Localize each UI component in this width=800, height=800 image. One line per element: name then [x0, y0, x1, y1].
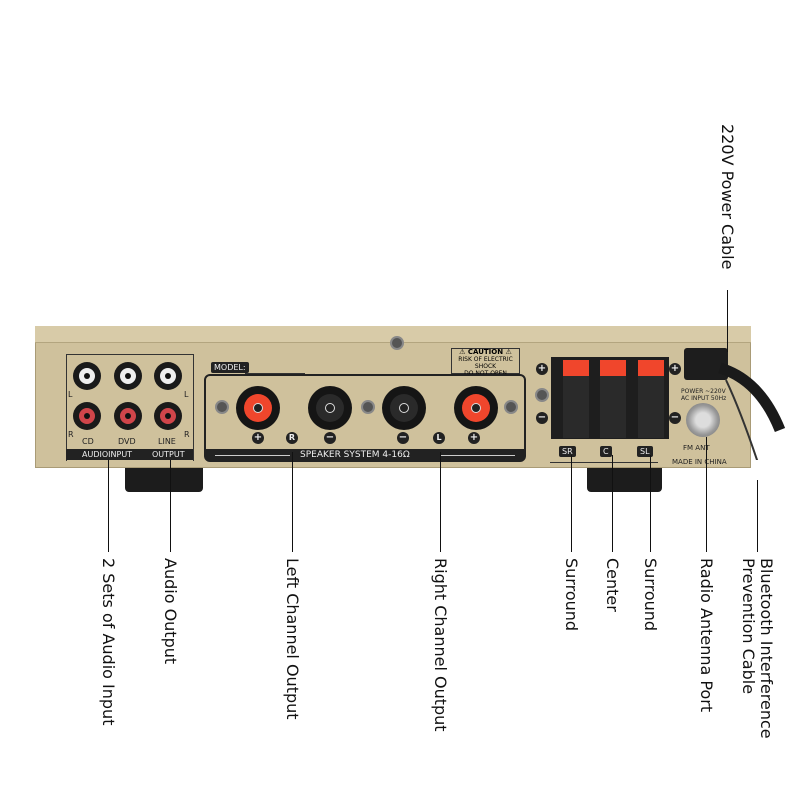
minus-icon: −	[536, 412, 548, 424]
rca-jack-cd-left[interactable]	[73, 362, 101, 390]
fm-antenna-port[interactable]	[686, 403, 720, 437]
caution-box: ⚠ CAUTION ⚠ RISK OF ELECTRIC SHOCK DO NO…	[451, 348, 520, 377]
callout-radio-antenna: Radio Antenna Port	[697, 558, 716, 713]
spring-clip-surround-left[interactable]	[638, 360, 664, 438]
callout-center: Center	[603, 558, 622, 612]
screw-icon	[390, 336, 404, 350]
callout-power-cable: 220V Power Cable	[718, 124, 737, 270]
callout-line	[650, 455, 651, 552]
callout-line	[571, 455, 572, 552]
rca-jack-line-right[interactable]	[154, 402, 182, 430]
callout-line	[757, 480, 758, 552]
screw-icon	[215, 400, 229, 414]
screw-icon	[535, 388, 549, 402]
callout-left-channel: Left Channel Output	[283, 558, 302, 720]
speaker-label-bar	[205, 449, 525, 461]
r-badge: R	[286, 432, 298, 444]
plus-icon: +	[536, 363, 548, 375]
rca-jack-line-left[interactable]	[154, 362, 182, 390]
label-sl: SL	[637, 446, 653, 457]
fm-ant-label: FM ANT	[683, 444, 710, 452]
speaker-panel	[204, 374, 526, 462]
label-line: LINE	[158, 437, 176, 446]
callout-line	[706, 437, 707, 552]
label-sr: SR	[559, 446, 576, 457]
spring-clip-center[interactable]	[600, 360, 626, 438]
plus-icon: +	[669, 363, 681, 375]
label-l: L	[184, 390, 189, 399]
speaker-label-line	[440, 455, 515, 456]
callout-right-channel: Right Channel Output	[431, 558, 450, 732]
spring-clip-surround-right[interactable]	[563, 360, 589, 438]
io-label-bar	[66, 449, 193, 460]
label-c: C	[600, 446, 612, 457]
label-cd: CD	[82, 437, 94, 446]
power-cable	[718, 362, 786, 460]
callout-line	[108, 460, 109, 552]
label-output: OUTPUT	[152, 450, 185, 459]
minus-icon: −	[397, 432, 409, 444]
label-audio-input: AUDIOINPUT	[82, 450, 133, 459]
binding-post-left-negative[interactable]	[382, 386, 426, 430]
label-dvd: DVD	[118, 437, 136, 446]
surround-underline	[550, 462, 658, 463]
power-socket[interactable]	[684, 348, 728, 380]
binding-post-right-positive[interactable]	[236, 386, 280, 430]
power-label: POWER ~220V	[681, 388, 726, 395]
l-badge: L	[433, 432, 445, 444]
plus-icon: +	[252, 432, 264, 444]
ac-input-label: AC INPUT 50Hz	[681, 395, 727, 402]
speaker-label-line	[215, 455, 290, 456]
rca-jack-cd-right[interactable]	[73, 402, 101, 430]
label-r: R	[184, 430, 190, 439]
rca-jack-dvd-left[interactable]	[114, 362, 142, 390]
caution-title: ⚠ CAUTION ⚠	[459, 348, 512, 356]
callout-line	[727, 290, 728, 352]
label-r: R	[68, 430, 74, 439]
minus-icon: −	[324, 432, 336, 444]
caution-text: RISK OF ELECTRIC SHOCK	[458, 356, 513, 370]
callout-audio-output: Audio Output	[161, 558, 180, 665]
callout-line	[170, 460, 171, 552]
audio-io-panel	[66, 354, 194, 461]
callout-line	[612, 455, 613, 552]
callout-audio-input: 2 Sets of Audio Input	[99, 558, 118, 726]
model-underline	[245, 373, 305, 374]
binding-post-left-positive[interactable]	[454, 386, 498, 430]
label-l: L	[68, 390, 73, 399]
caution-text: DO NOT OPEN	[464, 370, 507, 377]
binding-post-right-negative[interactable]	[308, 386, 352, 430]
made-in-label: MADE IN CHINA	[672, 458, 727, 466]
callout-bluetooth-line2: Prevention Cable	[739, 558, 758, 695]
speaker-system-label: SPEAKER SYSTEM 4-16Ω	[300, 450, 410, 460]
callout-line	[440, 452, 441, 552]
rca-jack-dvd-right[interactable]	[114, 402, 142, 430]
plus-icon: +	[468, 432, 480, 444]
minus-icon: −	[669, 412, 681, 424]
model-label: MODEL:	[211, 362, 249, 373]
callout-surround-right: Surround	[562, 558, 581, 632]
callout-surround-left: Surround	[641, 558, 660, 632]
screw-icon	[361, 400, 375, 414]
callout-bluetooth-line1: Bluetooth Interference	[757, 558, 776, 739]
callout-line	[292, 452, 293, 552]
screw-icon	[504, 400, 518, 414]
